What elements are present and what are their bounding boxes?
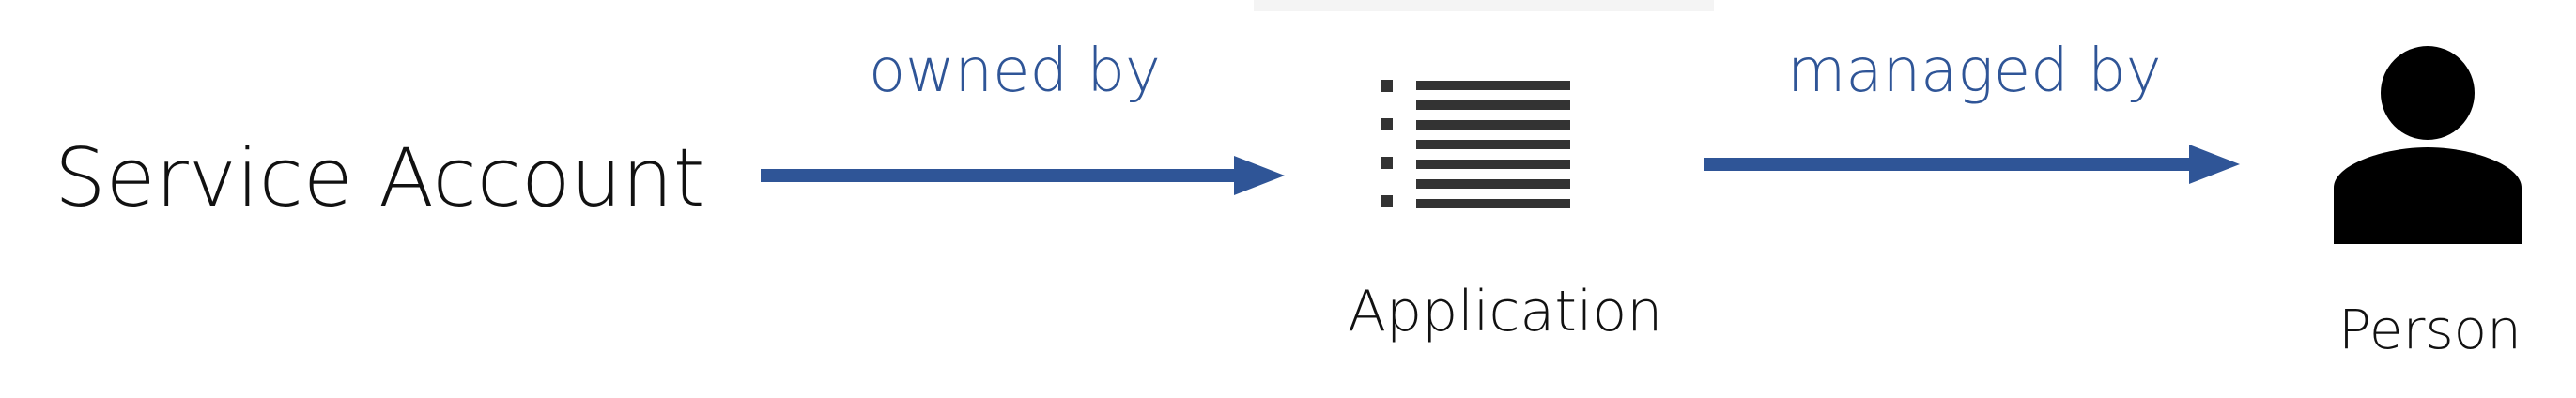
node-person: Person [2338, 298, 2522, 361]
node-application: Application [1348, 279, 1663, 344]
arrow-owned-by [761, 156, 1285, 195]
edge-label-owned-by: owned by [869, 37, 1161, 106]
node-service-account: Service Account [54, 131, 705, 225]
top-shade [1254, 0, 1714, 11]
edge-label-managed-by: managed by [1787, 37, 2162, 106]
person-icon [2334, 46, 2522, 244]
arrow-managed-by [1704, 145, 2240, 184]
list-icon [1381, 80, 1570, 208]
